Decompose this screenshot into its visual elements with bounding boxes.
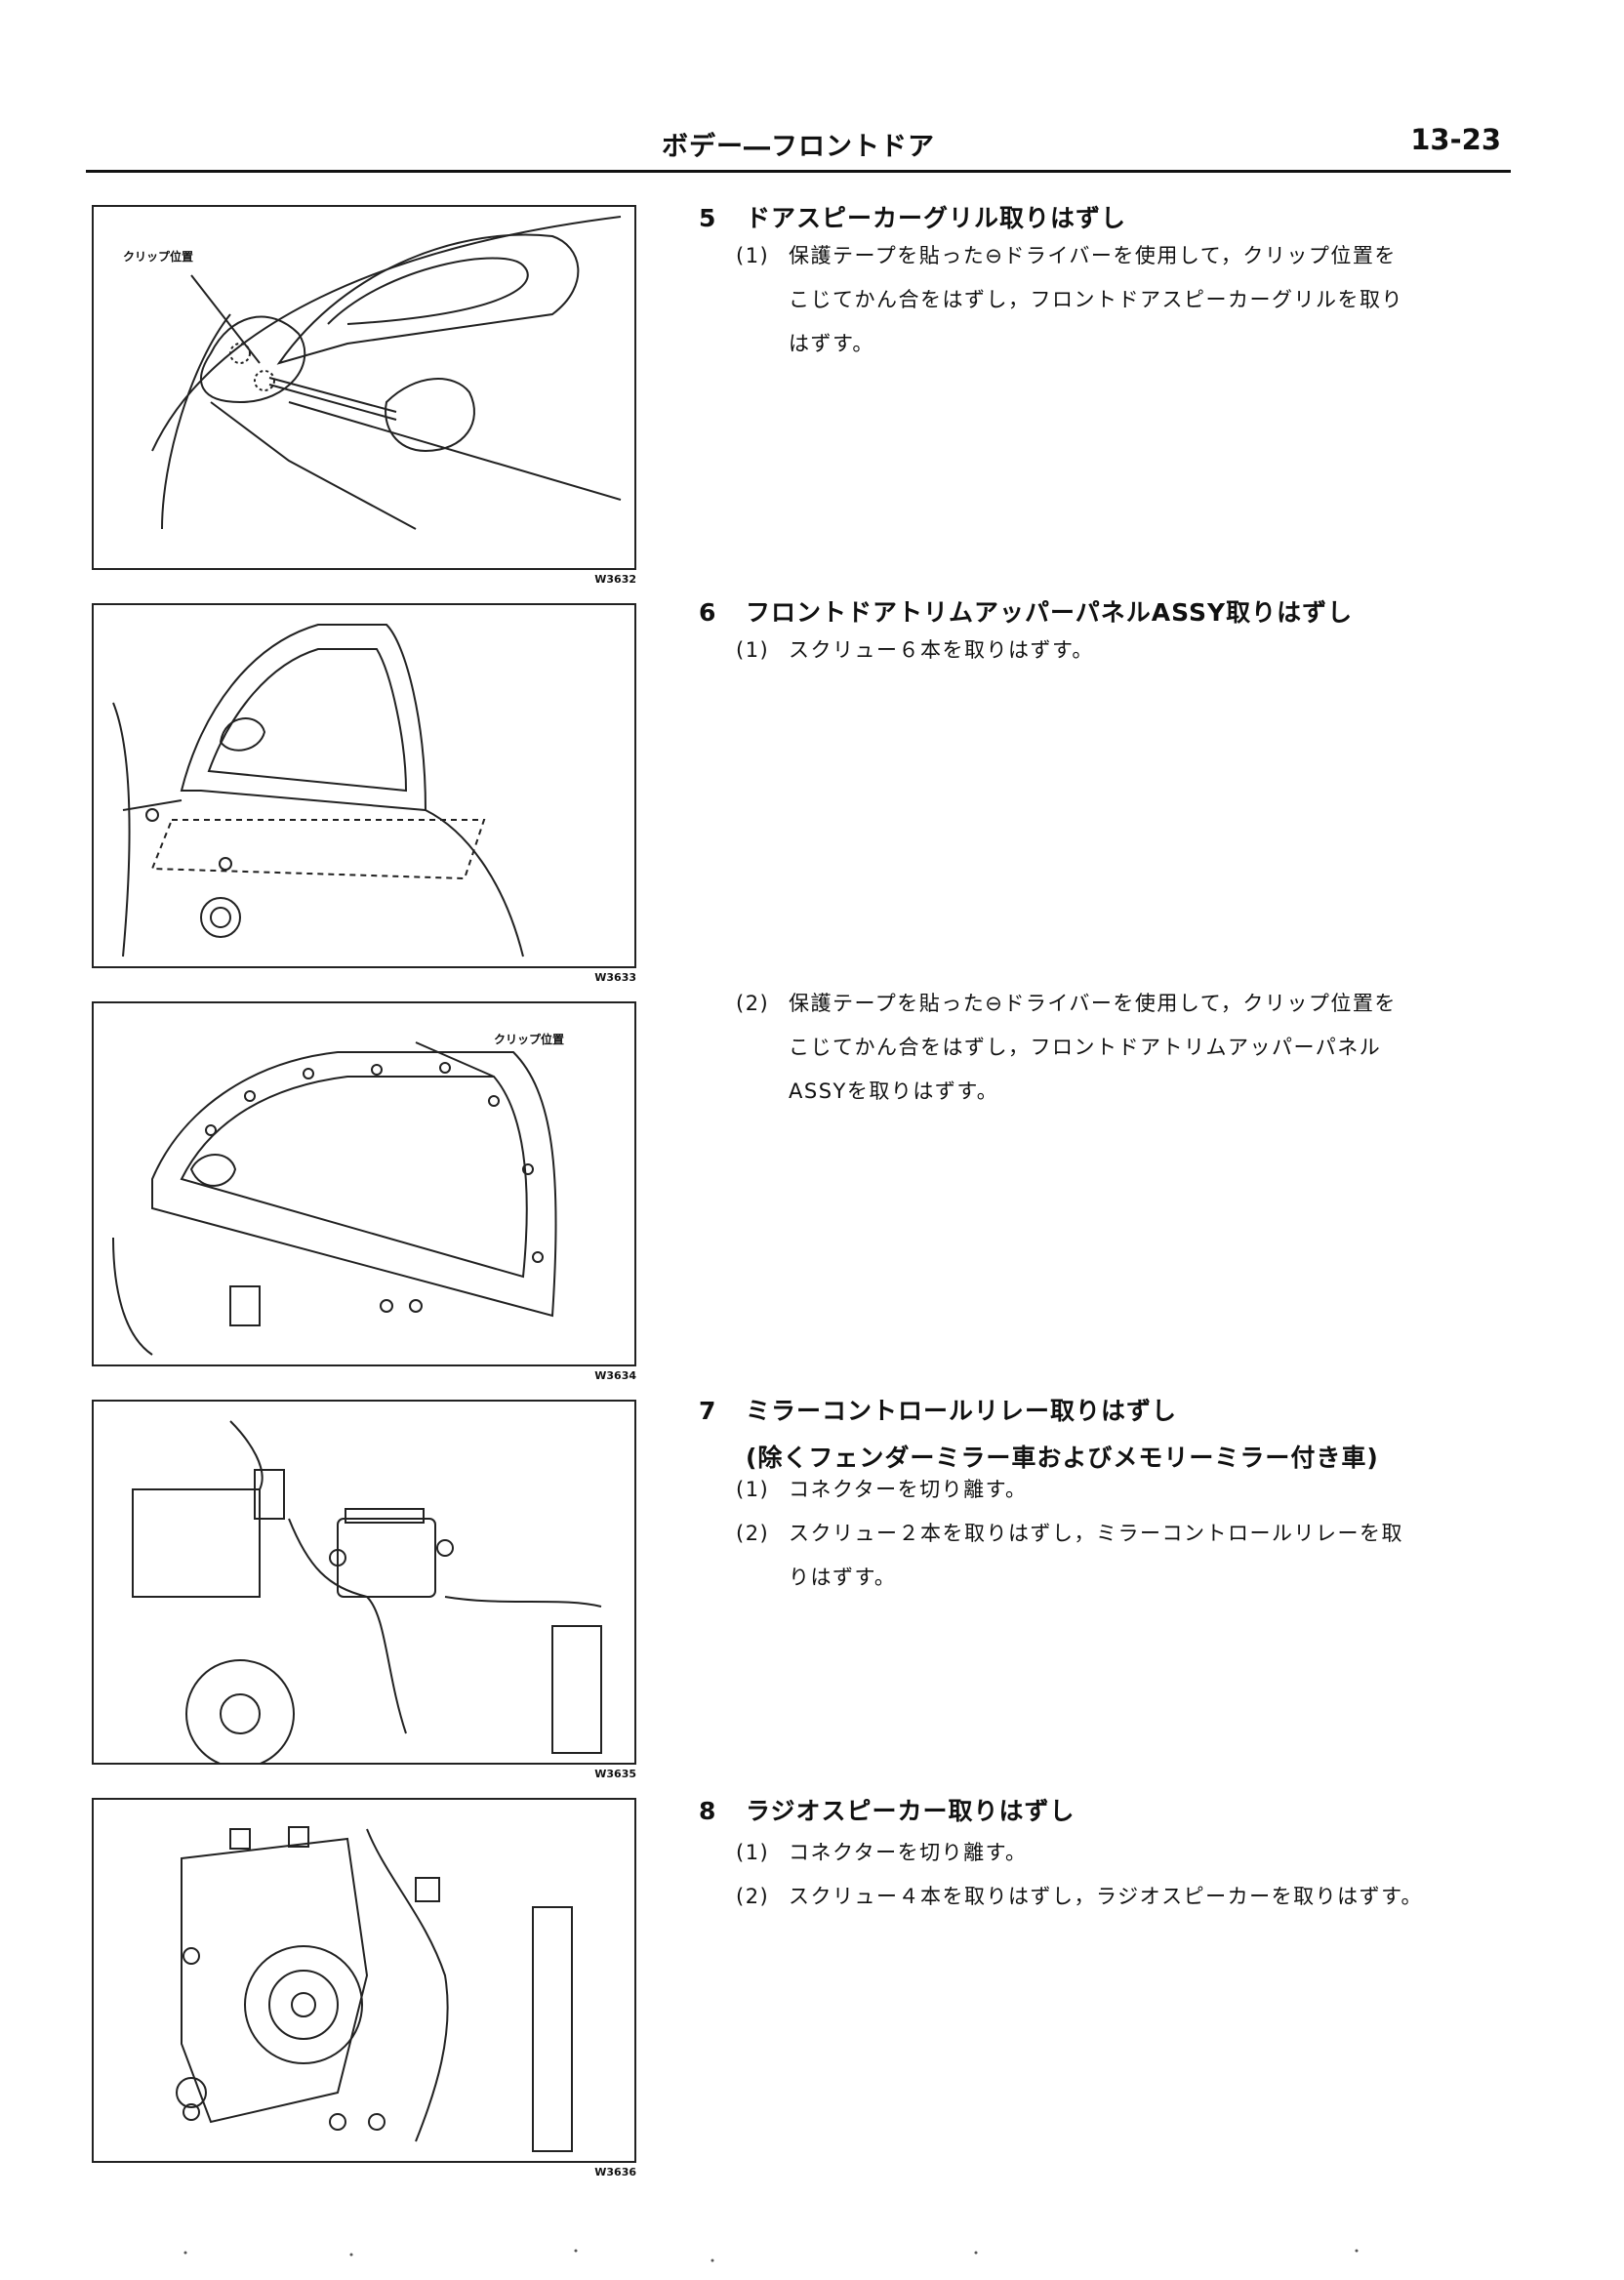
- figure-code: W3632: [594, 573, 636, 586]
- page-number: 13-23: [1410, 123, 1501, 156]
- step-6-item-2: (2)保護テープを貼った⊖ドライバーを使用して，クリップ位置を こじてかん合をは…: [736, 992, 1397, 1103]
- step-7-items: (1)コネクターを切り離す。 (2)スクリュー２本を取りはずし，ミラーコントロー…: [736, 1478, 1403, 1589]
- figure-code: W3636: [594, 2166, 636, 2178]
- step-6-item-1: (1)スクリュー６本を取りはずす。: [736, 638, 1094, 662]
- figure-trim-upper-panel-screws: W3633: [92, 603, 636, 984]
- clip-position-label: クリップ位置: [123, 250, 194, 264]
- figure-mirror-control-relay: W3635: [92, 1400, 636, 1780]
- figure-speaker-grill: クリップ位置 W3632: [92, 205, 636, 586]
- figure-code: W3633: [594, 971, 636, 984]
- scan-noise: [183, 2249, 1359, 2262]
- figure-code: W3634: [594, 1369, 636, 1382]
- clip-position-label: クリップ位置: [494, 1033, 565, 1046]
- step-subtitle: (除くフェンダーミラー車およびメモリーミラー付き車): [746, 1444, 1379, 1472]
- figure-radio-speaker: W3636: [92, 1798, 636, 2178]
- figure-trim-upper-panel-clips: クリップ位置 W3634: [92, 1001, 636, 1382]
- step-5-item-1: (1)保護テープを貼った⊖ドライバーを使用して，クリップ位置を こじてかん合をは…: [736, 244, 1403, 355]
- figure-code: W3635: [594, 1768, 636, 1780]
- page-header: ボデー―フロントドア 13-23: [86, 115, 1511, 173]
- step-8-items: (1)コネクターを切り離す。 (2)スクリュー４本を取りはずし，ラジオスピーカー…: [736, 1841, 1423, 1908]
- section-title: ボデー―フロントドア: [662, 132, 935, 162]
